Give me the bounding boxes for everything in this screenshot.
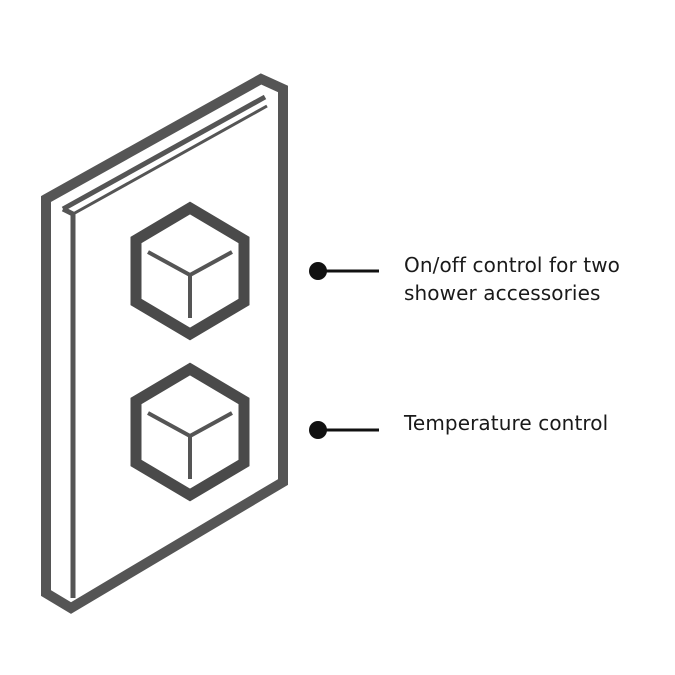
callout-leader-2 bbox=[309, 421, 379, 439]
callout-leader-1 bbox=[309, 262, 379, 280]
upper-knob-line-left bbox=[147, 250, 191, 277]
callout-label-onoff: On/off control for two shower accessorie… bbox=[404, 253, 621, 305]
lower-knob-line-right bbox=[189, 411, 233, 438]
panel-bevel-line bbox=[61, 94, 267, 212]
lower-knob-hexagon bbox=[130, 362, 250, 502]
lower-knob-line-left bbox=[147, 411, 191, 438]
upper-knob-line-right bbox=[189, 250, 233, 277]
panel-bevel-top bbox=[72, 104, 268, 216]
lower-knob bbox=[130, 362, 250, 502]
callout-label-temperature: Temperature control bbox=[404, 411, 609, 435]
upper-knob-hexagon bbox=[130, 201, 250, 341]
upper-knob bbox=[130, 201, 250, 341]
panel-outer-outline bbox=[41, 73, 288, 614]
